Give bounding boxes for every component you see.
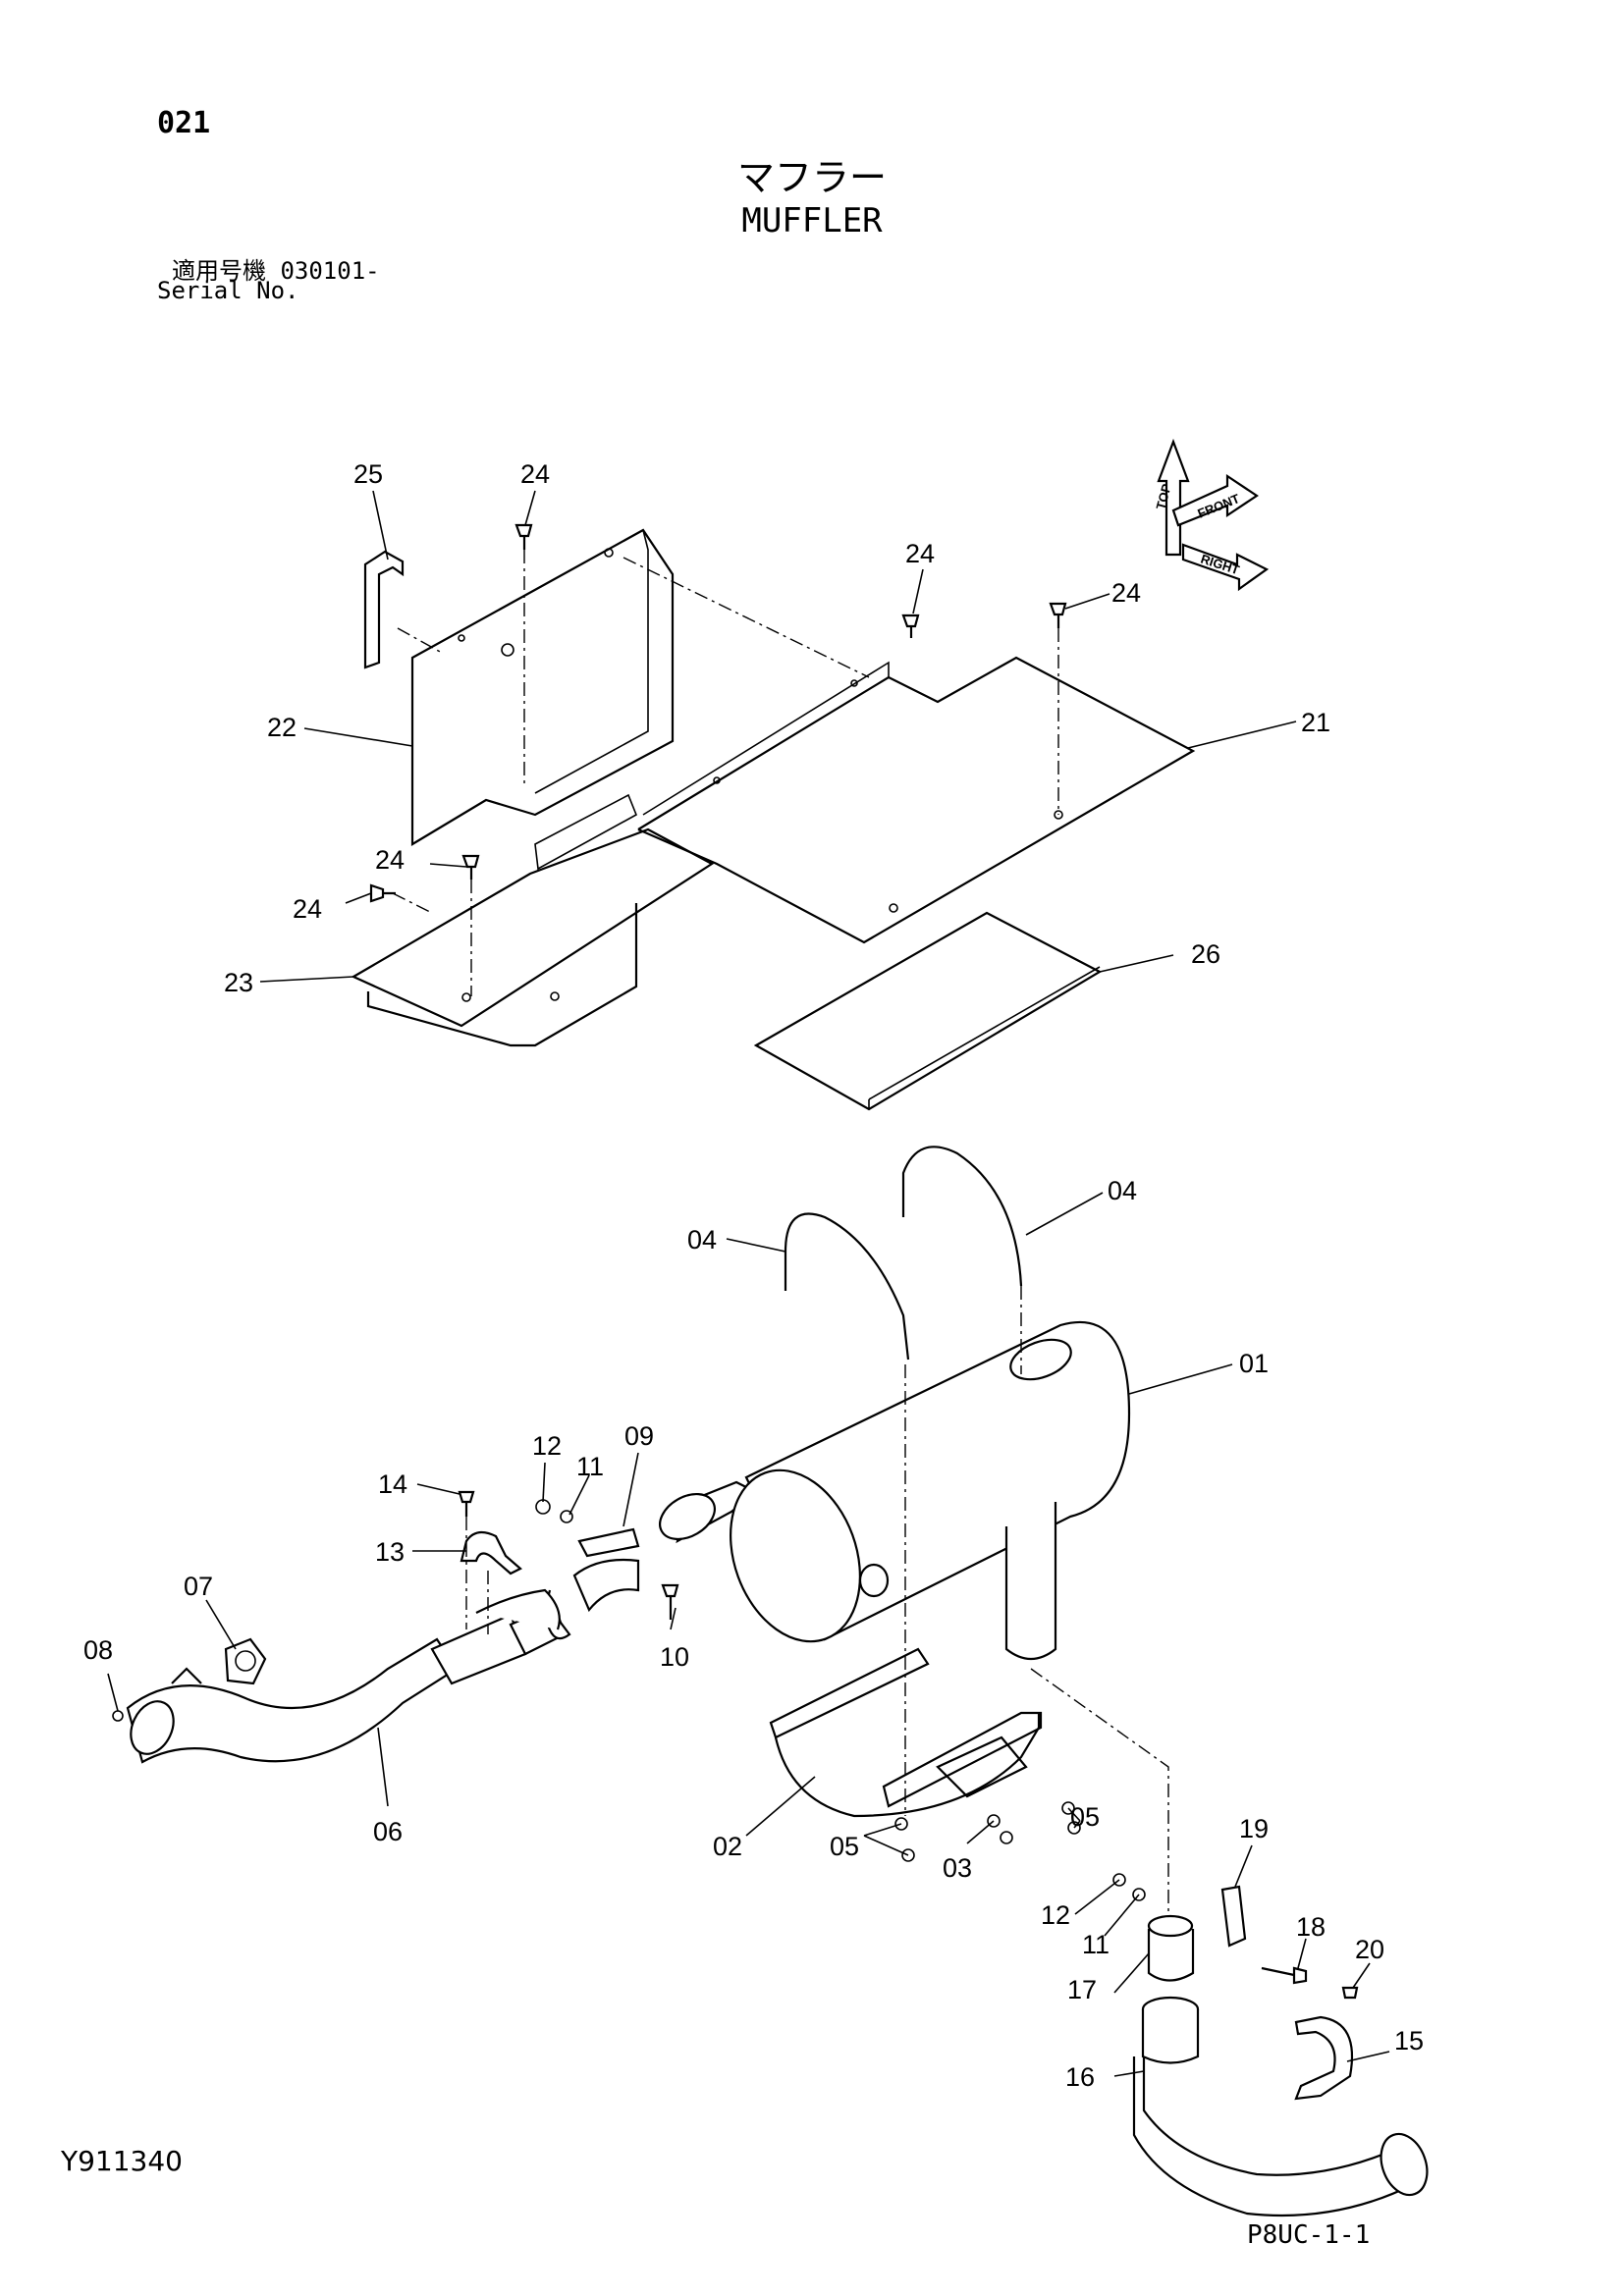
applicable-serial: 適用号機 030101- <box>172 257 380 285</box>
part-04-u-bolts <box>784 1146 1023 1361</box>
callout-15: 15 <box>1394 2026 1424 2056</box>
callout-05-right: 05 <box>1070 1802 1100 1832</box>
callout-05-left: 05 <box>830 1832 859 1861</box>
callout-14: 14 <box>378 1469 407 1499</box>
part-07-gasket <box>224 1637 267 1685</box>
callout-16: 16 <box>1065 2062 1095 2092</box>
callout-09: 09 <box>624 1421 654 1451</box>
part-25-hex-wrench <box>363 550 405 669</box>
callout-22: 22 <box>267 713 297 742</box>
callout-11: 11 <box>576 1452 604 1481</box>
callout-13: 13 <box>375 1537 405 1567</box>
part-01-muffler <box>659 1320 1131 1661</box>
nuts-03-05 <box>894 1801 1081 1862</box>
serial-label: Serial No. <box>157 277 299 304</box>
page-number: 021 <box>157 106 211 140</box>
callout-10: 10 <box>660 1642 689 1672</box>
rear-nuts-11-12 <box>1112 1873 1146 1901</box>
callout-24-right: 24 <box>1111 578 1141 608</box>
callout-20: 20 <box>1355 1935 1384 1964</box>
callout-labels: 25 24 24 24 22 21 24 24 23 26 04 04 01 1… <box>83 459 1424 2092</box>
callout-08: 08 <box>83 1635 113 1665</box>
callout-21: 21 <box>1301 708 1330 737</box>
callout-17: 17 <box>1067 1975 1097 2004</box>
bolts-24 <box>369 523 1067 903</box>
part-16-tail-pipe <box>1132 1996 1429 2217</box>
part-02-muffler-bracket <box>769 1647 1043 1818</box>
callout-25: 25 <box>353 459 383 489</box>
part-08-bolt <box>112 1710 124 1722</box>
part-09-clamp-band <box>572 1527 640 1613</box>
page-code: P8UC-1-1 <box>1247 2220 1371 2250</box>
callout-24-left: 24 <box>293 894 322 924</box>
orientation-indicator: TOP FRONT RIGHT <box>1153 438 1270 592</box>
leader-lines <box>107 490 1390 2077</box>
callout-04-left: 04 <box>687 1225 717 1255</box>
parts-11-12-nut-washer <box>535 1499 573 1523</box>
part-13-clamp <box>460 1530 522 1575</box>
part-22-cover-plate <box>410 528 675 846</box>
part-17-sleeve <box>1147 1914 1195 1982</box>
callout-07: 07 <box>184 1572 213 1601</box>
callout-24-top: 24 <box>520 459 550 489</box>
assembly-lines-top <box>392 550 1059 996</box>
callout-01: 01 <box>1239 1349 1269 1378</box>
part-06-exhaust-pipe <box>126 1588 571 1764</box>
orientation-top-label: TOP <box>1153 482 1173 511</box>
title-japanese: マフラー <box>736 156 887 199</box>
callout-19: 19 <box>1239 1814 1269 1843</box>
part-26-sheet <box>753 911 1103 1111</box>
part-14-bolt <box>458 1490 475 1517</box>
callout-03: 03 <box>943 1853 972 1883</box>
part-10-bolt <box>661 1583 679 1620</box>
callout-11-rear: 11 <box>1082 1930 1110 1959</box>
callout-18: 18 <box>1296 1912 1326 1942</box>
callout-23: 23 <box>224 968 253 997</box>
part-18-bolt <box>1261 1966 1308 1985</box>
title-english: MUFFLER <box>741 201 883 240</box>
callout-26: 26 <box>1191 939 1220 969</box>
callout-24-center: 24 <box>905 539 935 568</box>
callout-12: 12 <box>532 1431 562 1461</box>
document-code: Y911340 <box>61 2145 183 2177</box>
assembly-lines-middle <box>465 1286 1169 1924</box>
callout-06: 06 <box>373 1817 403 1846</box>
part-23-bracket <box>351 793 715 1047</box>
part-20-bolt <box>1341 1986 1359 2000</box>
part-19-bracket <box>1220 1885 1247 1948</box>
callout-04-right: 04 <box>1108 1176 1137 1205</box>
part-21-floor-plate <box>637 656 1196 944</box>
part-15-strap <box>1294 2015 1354 2101</box>
callout-02: 02 <box>713 1832 742 1861</box>
callout-12-rear: 12 <box>1041 1900 1070 1930</box>
callout-24-lower: 24 <box>375 845 405 875</box>
